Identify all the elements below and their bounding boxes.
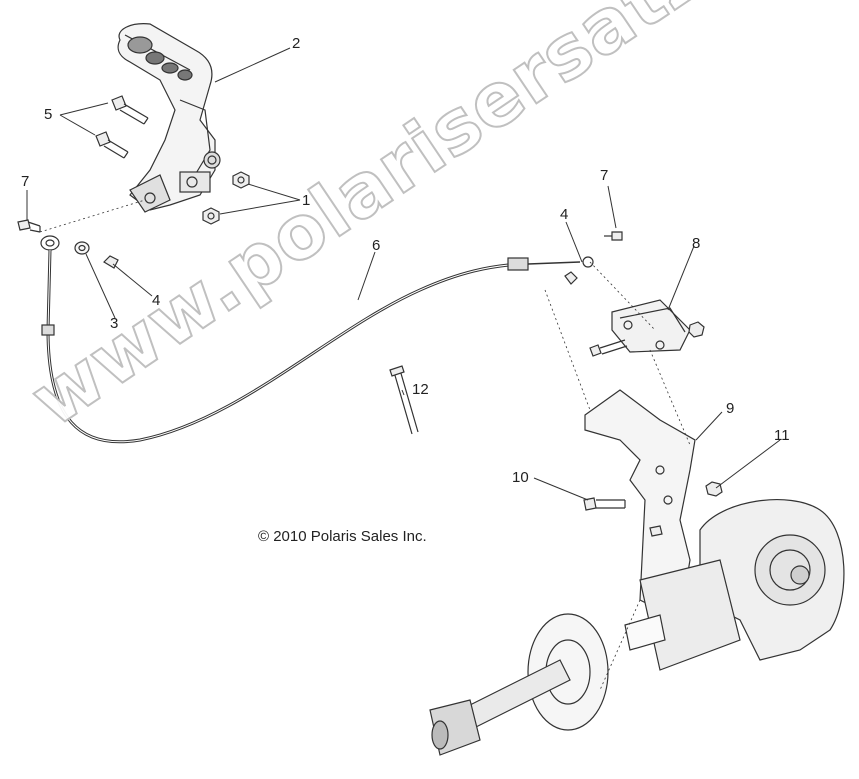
bolt-part-10 [583, 497, 663, 537]
nut-part-11 [705, 481, 723, 497]
caliper-part-8 [589, 299, 705, 357]
callout-2: 2 [292, 35, 301, 52]
brake-disc-driveshaft [429, 613, 609, 756]
pin-part-7-left [17, 219, 41, 233]
brake-cable-part [41, 249, 594, 444]
callout-5: 5 [44, 106, 53, 123]
bolt-part-12 [389, 365, 419, 435]
callout-3: 3 [110, 315, 119, 332]
brake-lever-part [117, 23, 221, 213]
cable-end-parts [40, 235, 119, 269]
callout-6: 6 [372, 237, 381, 254]
callout-9: 9 [726, 400, 735, 417]
bolt-part-5 [95, 95, 149, 159]
callout-7-right: 7 [600, 167, 609, 184]
assembly-guide-lines [39, 199, 691, 691]
callout-1: 1 [302, 192, 311, 209]
callout-10: 10 [512, 469, 529, 486]
callout-leaders [26, 47, 781, 501]
callout-4-right: 4 [560, 206, 569, 223]
callout-7-left: 7 [21, 173, 30, 190]
callout-12: 12 [412, 381, 429, 398]
copyright-notice: © 2010 Polaris Sales Inc. [258, 528, 427, 545]
gearbox-assembly [624, 499, 845, 671]
callout-11: 11 [774, 427, 790, 444]
callout-8: 8 [692, 235, 701, 252]
clip-pin-right [564, 231, 623, 285]
callout-4-left: 4 [152, 292, 161, 309]
